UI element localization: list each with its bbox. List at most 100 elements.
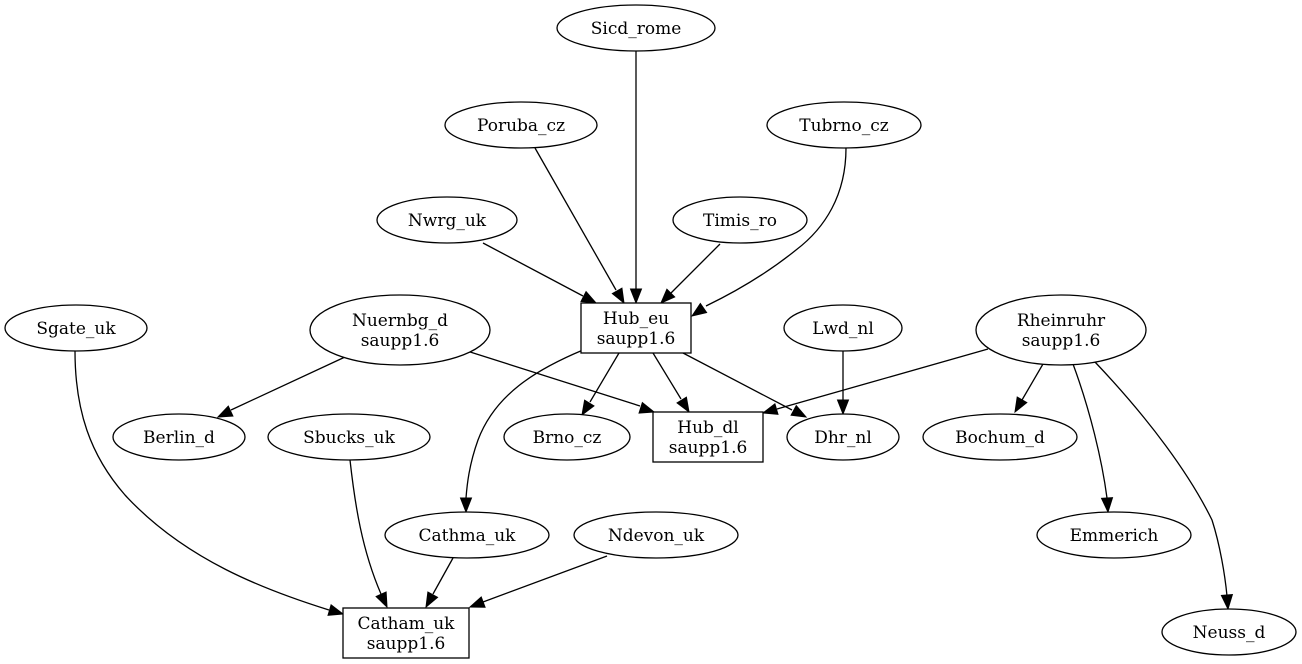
node-poruba-cz-shape <box>444 101 598 149</box>
edge-sicd-rome-to-hub-eu <box>629 51 643 305</box>
edge-lwd-nl-to-dhr-nl-arrowhead <box>836 399 850 416</box>
edge-hub-eu-to-hub-dl-line <box>652 352 682 400</box>
node-cathma-uk: Cathma_uk <box>384 511 550 559</box>
node-hub-eu-sublabel: saupp1.6 <box>597 329 676 349</box>
edge-nwrg-uk-to-hub-eu <box>482 242 598 304</box>
node-nwrg-uk-label: Nwrg_uk <box>408 211 487 231</box>
node-cathma-uk-label: Cathma_uk <box>419 526 517 546</box>
edge-hub-eu-to-brno-cz-arrowhead <box>581 399 595 417</box>
edge-hub-eu-to-cathma-uk-arrowhead <box>459 497 473 514</box>
edge-sgate-uk-to-catham-uk-arrowhead <box>327 603 345 616</box>
edge-nuernbg-d-to-berlin-d <box>216 356 346 418</box>
node-brno-cz: Brno_cz <box>503 413 631 461</box>
node-tubrno-cz: Tubrno_cz <box>766 101 922 149</box>
edge-hub-eu-to-hub-dl-arrowhead <box>676 396 690 414</box>
node-ndevon-uk: Ndevon_uk <box>573 511 739 559</box>
node-tubrno-cz-shape <box>766 101 922 149</box>
node-sbucks-uk-shape <box>267 413 431 461</box>
node-lwd-nl-label: Lwd_nl <box>812 319 874 339</box>
node-hub-dl-label: Hub_dl <box>677 418 738 438</box>
node-dhr-nl-shape <box>786 413 900 461</box>
edge-nwrg-uk-to-hub-eu-line <box>482 242 584 297</box>
node-nuernbg-d-label: Nuernbg_d <box>352 311 448 331</box>
node-lwd-nl: Lwd_nl <box>783 304 903 352</box>
node-hub-eu-label: Hub_eu <box>603 309 669 329</box>
edge-nuernbg-d-to-berlin-d-line <box>230 356 346 411</box>
edge-poruba-cz-to-hub-eu-arrowhead <box>611 287 625 305</box>
node-cathma-uk-shape <box>384 511 550 559</box>
edge-rheinruhr-to-emmerich <box>1072 363 1114 514</box>
edge-hub-eu-to-brno-cz <box>581 352 620 417</box>
node-dhr-nl-label: Dhr_nl <box>814 428 872 448</box>
node-hub-dl-shape <box>652 411 764 463</box>
edge-rheinruhr-to-neuss-d-arrowhead <box>1220 594 1234 611</box>
edge-ndevon-uk-to-catham-uk <box>468 555 608 608</box>
edge-poruba-cz-to-hub-eu <box>534 147 625 305</box>
node-sgate-uk: Sgate_uk <box>4 304 148 352</box>
edge-rheinruhr-to-hub-dl-line <box>776 348 989 410</box>
node-sbucks-uk-label: Sbucks_uk <box>303 428 395 448</box>
node-poruba-cz-label: Poruba_cz <box>477 116 565 136</box>
edge-hub-eu-to-cathma-uk-line <box>465 349 584 499</box>
edge-tubrno-cz-to-hub-eu <box>690 147 847 317</box>
edge-timis-ro-to-hub-eu <box>660 243 721 304</box>
edge-rheinruhr-to-bochum-d-line <box>1021 363 1044 401</box>
node-tubrno-cz-label: Tubrno_cz <box>799 116 889 136</box>
node-berlin-d: Berlin_d <box>112 413 246 461</box>
node-sicd-rome: Sicd_rome <box>556 4 716 52</box>
node-sgate-uk-label: Sgate_uk <box>36 319 116 339</box>
node-bochum-d-label: Bochum_d <box>955 428 1045 448</box>
edge-rheinruhr-to-hub-dl <box>761 348 989 415</box>
node-neuss-d: Neuss_d <box>1161 608 1297 656</box>
node-ndevon-uk-shape <box>573 511 739 559</box>
node-neuss-d-label: Neuss_d <box>1193 623 1266 643</box>
edge-sbucks-uk-to-catham-uk-line <box>349 459 382 595</box>
edge-hub-eu-to-brno-cz-line <box>589 352 620 403</box>
edge-rheinruhr-to-emmerich-arrowhead <box>1100 497 1114 514</box>
node-sgate-uk-shape <box>4 304 148 352</box>
node-dhr-nl: Dhr_nl <box>786 413 900 461</box>
node-hub-eu-shape <box>580 302 692 354</box>
edge-rheinruhr-to-emmerich-line <box>1072 363 1108 499</box>
edges-layer <box>74 51 1234 616</box>
edge-nwrg-uk-to-hub-eu-arrowhead <box>580 290 598 304</box>
node-hub-dl-sublabel: saupp1.6 <box>669 438 748 458</box>
edge-rheinruhr-to-bochum-d-arrowhead <box>1014 396 1028 414</box>
node-rheinruhr-label: Rheinruhr <box>1017 311 1106 331</box>
edge-timis-ro-to-hub-eu-line <box>670 243 721 294</box>
edge-sgate-uk-to-catham-uk <box>74 350 345 616</box>
edge-hub-eu-to-hub-dl <box>652 352 690 414</box>
node-sicd-rome-shape <box>556 4 716 52</box>
edge-nuernbg-d-to-hub-dl <box>466 350 656 414</box>
node-rheinruhr-shape <box>975 294 1147 366</box>
node-nuernbg-d-shape <box>309 294 491 366</box>
node-emmerich-label: Emmerich <box>1070 526 1159 546</box>
node-berlin-d-label: Berlin_d <box>143 428 215 448</box>
node-nuernbg-d-sublabel: saupp1.6 <box>361 331 440 351</box>
node-emmerich: Emmerich <box>1036 511 1192 559</box>
edge-sbucks-uk-to-catham-uk-arrowhead <box>375 591 388 609</box>
node-nwrg-uk-shape <box>376 196 518 244</box>
node-catham-uk-label: Catham_uk <box>358 614 456 634</box>
edge-ndevon-uk-to-catham-uk-line <box>482 555 608 603</box>
node-timis-ro-shape <box>672 196 808 244</box>
node-neuss-d-shape <box>1161 608 1297 656</box>
edge-poruba-cz-to-hub-eu-line <box>534 147 617 291</box>
node-berlin-d-shape <box>112 413 246 461</box>
edge-lwd-nl-to-dhr-nl <box>836 351 850 416</box>
edge-nuernbg-d-to-hub-dl-line <box>466 350 641 407</box>
edge-tubrno-cz-to-hub-eu-arrowhead <box>690 302 708 317</box>
node-nwrg-uk: Nwrg_uk <box>376 196 518 244</box>
edge-hub-eu-to-dhr-nl-arrowhead <box>790 404 808 418</box>
node-sbucks-uk: Sbucks_uk <box>267 413 431 461</box>
edge-cathma-uk-to-catham-uk-line <box>432 557 454 595</box>
edge-ndevon-uk-to-catham-uk-arrowhead <box>468 596 486 608</box>
node-sicd-rome-label: Sicd_rome <box>591 19 682 39</box>
edge-cathma-uk-to-catham-uk-arrowhead <box>425 591 439 609</box>
edge-cathma-uk-to-catham-uk <box>425 557 454 609</box>
node-brno-cz-shape <box>503 413 631 461</box>
edge-hub-eu-to-dhr-nl-line <box>682 352 793 411</box>
